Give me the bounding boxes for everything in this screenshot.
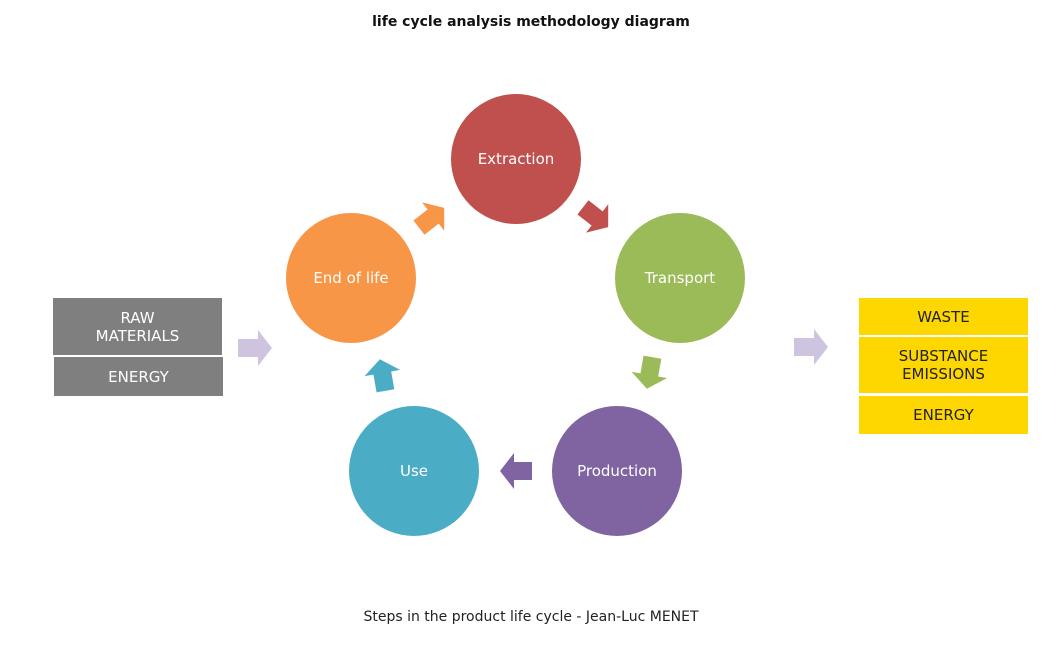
production-stage: Production xyxy=(552,406,682,536)
output-waste-label: WASTE xyxy=(917,307,970,326)
end-of-life-to-extraction-arrow xyxy=(413,202,445,235)
use-to-end-of-life-arrow xyxy=(364,359,401,393)
end-of-life-label: End of life xyxy=(313,269,389,287)
diagram-caption: Steps in the product life cycle - Jean-L… xyxy=(363,609,699,625)
input-energy-label: ENERGY xyxy=(108,367,169,386)
output-substance-emissions-box: SUBSTANCE EMISSIONS xyxy=(859,337,1028,393)
output-substance-emissions-label: SUBSTANCE EMISSIONS xyxy=(898,347,989,383)
transport-stage: Transport xyxy=(615,213,745,343)
output-energy-box: ENERGY xyxy=(859,396,1028,434)
diagram-title: life cycle analysis methodology diagram xyxy=(372,14,690,30)
production-label: Production xyxy=(577,462,657,480)
transport-label: Transport xyxy=(644,269,716,287)
input-energy-box: ENERGY xyxy=(54,357,223,396)
output-waste-box: WASTE xyxy=(859,298,1028,335)
use-stage: Use xyxy=(349,406,479,536)
input-flow-arrow xyxy=(238,330,272,366)
extraction-stage: Extraction xyxy=(451,94,581,224)
transport-to-production-arrow xyxy=(631,355,668,389)
end-of-life-stage: End of life xyxy=(286,213,416,343)
output-energy-label: ENERGY xyxy=(913,406,974,424)
output-flow-arrow xyxy=(794,329,828,365)
use-label: Use xyxy=(399,462,429,480)
input-raw-materials-label: RAW MATERIALS xyxy=(95,308,180,345)
production-to-use-arrow xyxy=(500,453,532,489)
input-raw-materials-box: RAW MATERIALS xyxy=(53,298,222,355)
extraction-label: Extraction xyxy=(477,150,555,168)
extraction-to-transport-arrow xyxy=(577,200,609,233)
